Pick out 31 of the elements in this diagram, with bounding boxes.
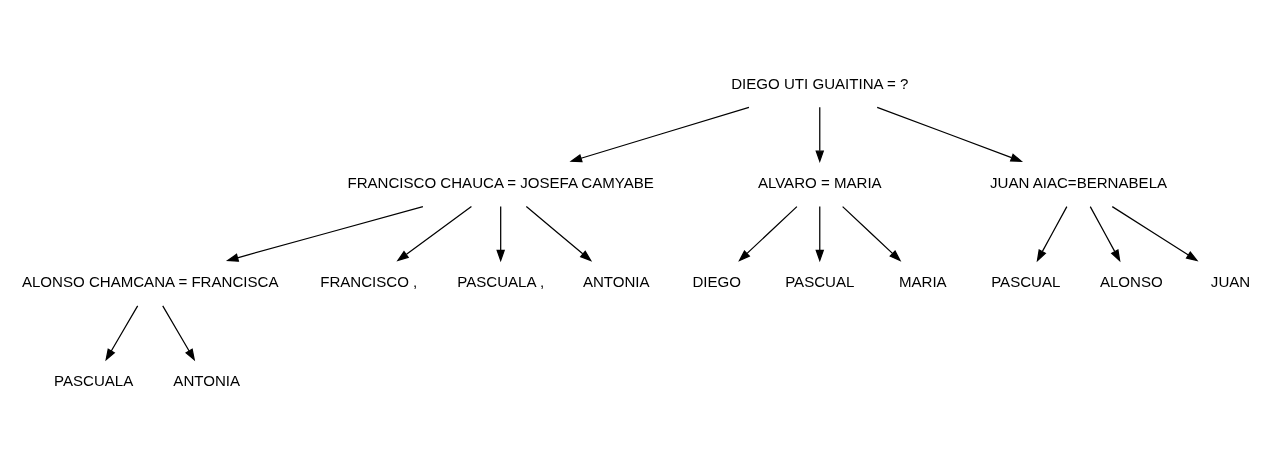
node-text: PASCUAL <box>785 272 855 290</box>
arrow <box>105 304 139 361</box>
arrow <box>842 205 902 262</box>
arrow <box>1089 205 1121 262</box>
node-text: JUAN <box>1210 272 1251 290</box>
node-text: ANTONIA <box>582 272 650 290</box>
arrow <box>569 106 750 162</box>
arrow <box>1036 205 1068 262</box>
node-text: MARIA <box>898 272 947 290</box>
arrow <box>525 205 593 262</box>
node-text: PASCUALA , <box>457 272 545 290</box>
arrow <box>396 205 473 262</box>
arrow <box>162 304 196 361</box>
node-text: FRANCISCO , <box>320 272 418 290</box>
node-text: ALONSO <box>1099 272 1163 290</box>
node-text: ANTONIA <box>173 371 241 389</box>
node-text: PASCUALA <box>54 371 134 389</box>
node-text: JUAN AIAC=BERNABELA <box>990 173 1168 191</box>
arrow <box>738 205 798 262</box>
arrow <box>1111 205 1199 261</box>
node-text: DIEGO UTI GUAITINA = ? <box>731 74 909 92</box>
arrow <box>225 205 424 262</box>
node-text: DIEGO <box>692 272 742 290</box>
node-text: FRANCISCO CHAUCA = JOSEFA CAMYABE <box>347 173 654 191</box>
node-text: ALONSO CHAMCANA = FRANCISCA <box>21 272 279 290</box>
arrow <box>496 205 506 262</box>
arrow <box>876 106 1024 162</box>
arrow <box>815 106 825 163</box>
arrow <box>815 205 825 262</box>
node-text: ALVARO = MARIA <box>757 173 882 191</box>
node-text: PASCUAL <box>991 272 1061 290</box>
